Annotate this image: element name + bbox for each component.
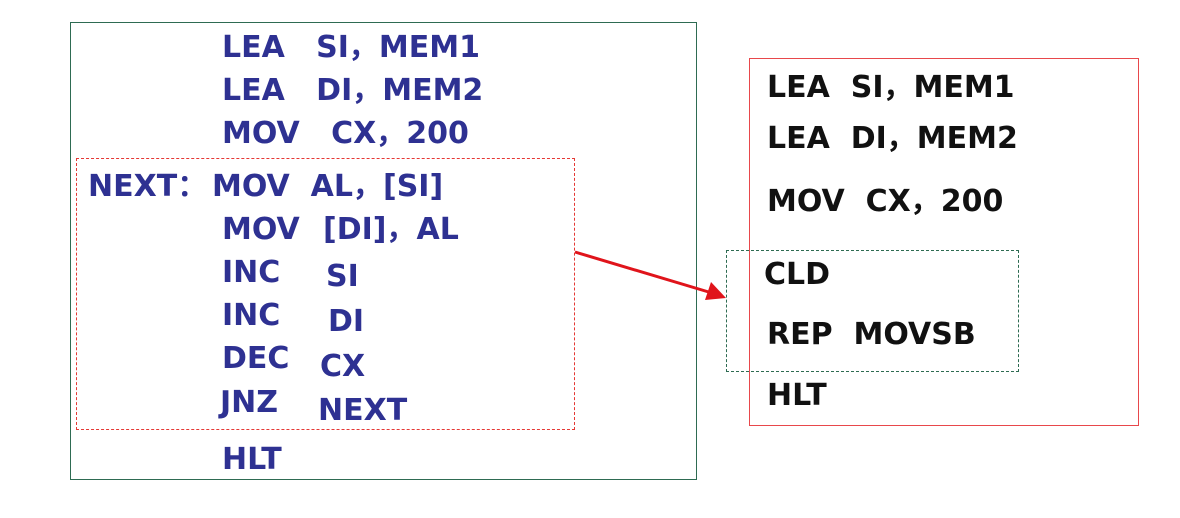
- code-line-mov-al: MOV AL，[SI]: [212, 169, 444, 204]
- code-line-mov-cx: MOV CX，200: [767, 184, 1004, 219]
- code-line-mov-cx: MOV CX，200: [222, 116, 469, 151]
- code-args-mov: [DI]，AL: [323, 212, 459, 247]
- loop-version-panel: [70, 22, 697, 480]
- code-line-cld: CLD: [764, 257, 831, 292]
- code-line-lea-si: LEA SI，MEM1: [767, 70, 1015, 105]
- code-op-inc-di: INC: [222, 298, 281, 333]
- code-op-inc-si: INC: [222, 255, 281, 290]
- code-arg-di: DI: [328, 304, 365, 339]
- code-line-hlt: HLT: [222, 442, 282, 477]
- code-line-lea-di: LEA DI，MEM2: [222, 73, 484, 108]
- arrow-head: [705, 282, 726, 300]
- code-line-lea-si: LEA SI，MEM1: [222, 30, 481, 65]
- code-op-jnz: JNZ: [220, 385, 279, 420]
- code-arg-next: NEXT: [318, 393, 408, 428]
- code-line-rep-movsb: REP MOVSB: [767, 317, 976, 352]
- code-arg-si: SI: [326, 259, 359, 294]
- code-line-lea-di: LEA DI，MEM2: [767, 121, 1018, 156]
- code-arg-cx: CX: [320, 349, 366, 384]
- code-line-hlt: HLT: [767, 378, 827, 413]
- arrow-shaft: [574, 250, 713, 295]
- code-op-dec: DEC: [222, 341, 290, 376]
- code-label-next: NEXT：: [88, 169, 208, 204]
- loop-body-highlight: [76, 158, 575, 430]
- string-op-highlight: [726, 250, 1019, 372]
- string-instruction-panel: [749, 58, 1139, 426]
- code-op-mov: MOV: [222, 212, 300, 247]
